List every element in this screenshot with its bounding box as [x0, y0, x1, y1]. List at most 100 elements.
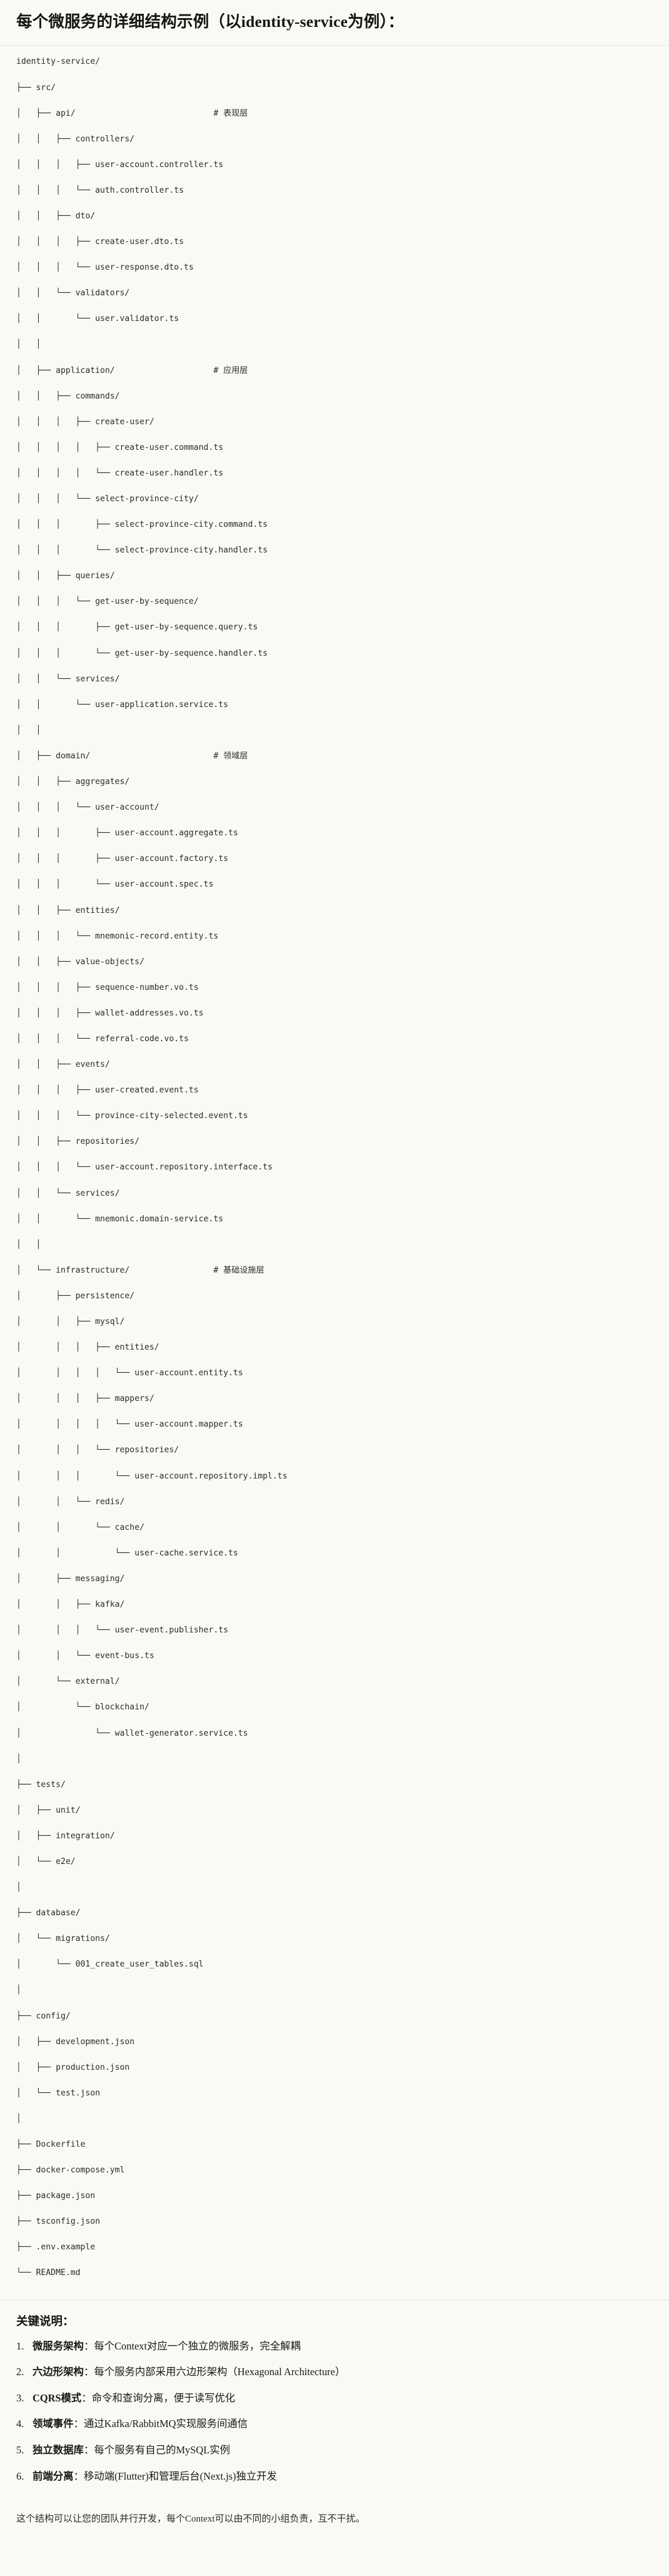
tree-line: │ │ │ └── user-account.repository.interf… — [16, 1161, 653, 1174]
tree-line: │ │ ├── events/ — [16, 1059, 653, 1072]
tree-line: │ │ ├── value-objects/ — [16, 956, 653, 969]
tree-line: │ │ │ └── select-province-city/ — [16, 493, 653, 506]
tree-path: │ │ │ ├── user-created.event.ts — [16, 1086, 199, 1096]
key-point-name: 六边形架构 — [33, 2366, 84, 2378]
tree-line: │ ├── application/ # 应用层 — [16, 365, 653, 378]
closing-paragraph: 这个结构可以让您的团队并行开发，每个Context可以由不同的小组负责，互不干扰… — [0, 2512, 669, 2541]
page-title: 每个微服务的详细结构示例（以identity-service为例）： — [16, 13, 405, 31]
tree-line: │ │ │ └── user-account.repository.impl.t… — [16, 1470, 653, 1484]
tree-line: ├── src/ — [16, 82, 653, 95]
tree-path: │ │ │ ├── mappers/ — [16, 1394, 154, 1404]
tree-line: │ │ │ └── user-response.dto.ts — [16, 262, 653, 275]
tree-path: │ └── migrations/ — [16, 1934, 110, 1944]
tree-path: │ │ └── user-cache.service.ts — [16, 1548, 238, 1558]
tree-line: │ ├── persistence/ — [16, 1290, 653, 1303]
tree-line: │ │ — [16, 725, 653, 738]
tree-path: │ │ │ └── mnemonic-record.entity.ts — [16, 931, 219, 941]
tree-path: │ │ │ ├── get-user-by-sequence.query.ts — [16, 623, 258, 633]
tree-line: │ │ └── services/ — [16, 1188, 653, 1201]
key-point-description: 命令和查询分离，便于读写优化 — [91, 2391, 236, 2404]
tree-path: │ │ │ └── user-response.dto.ts — [16, 263, 194, 273]
tree-line: │ │ │ ├── create-user/ — [16, 416, 653, 429]
tree-path: │ — [16, 1985, 21, 1995]
tree-line: ├── tests/ — [16, 1779, 653, 1792]
tree-line: │ │ └── redis/ — [16, 1496, 653, 1509]
tree-comment: # 领域层 — [213, 751, 248, 761]
tree-line: │ — [16, 2113, 653, 2126]
tree-line: │ └── external/ — [16, 1676, 653, 1689]
tree-path: │ └── 001_create_user_tables.sql — [16, 1960, 204, 1970]
tree-line: │ │ │ └── get-user-by-sequence.handler.t… — [16, 648, 653, 661]
tree-path: │ │ └── validators/ — [16, 288, 130, 298]
tree-line: │ │ │ ├── user-created.event.ts — [16, 1084, 653, 1097]
tree-line: │ │ │ ├── user-account.factory.ts — [16, 853, 653, 866]
tree-path: │ │ ├── mysql/ — [16, 1317, 125, 1327]
tree-line: │ │ │ ├── sequence-number.vo.ts — [16, 982, 653, 995]
tree-path: │ ├── unit/ — [16, 1805, 81, 1815]
tree-line: │ │ └── services/ — [16, 673, 653, 686]
tree-path: ├── tests/ — [16, 1779, 66, 1789]
document-header: 每个微服务的详细结构示例（以identity-service为例）： — [0, 0, 669, 46]
key-points-section: 关键说明： 微服务架构：每个Context对应一个独立的微服务，完全解耦六边形架… — [0, 2299, 669, 2498]
tree-path: │ │ │ │ └── user-account.mapper.ts — [16, 1420, 243, 1430]
tree-line: │ │ │ ├── wallet-addresses.vo.ts — [16, 1007, 653, 1021]
tree-line: ├── docker-compose.yml — [16, 2164, 653, 2177]
tree-path: │ │ │ ├── user-account.controller.ts — [16, 160, 224, 170]
key-point-description: 每个服务有自己的MySQL实例 — [94, 2444, 230, 2456]
tree-line: │ └── e2e/ — [16, 1856, 653, 1869]
key-point-item: 微服务架构：每个Context对应一个独立的微服务，完全解耦 — [16, 2339, 653, 2355]
tree-line: │ │ │ ├── select-province-city.command.t… — [16, 519, 653, 532]
tree-line: │ │ ├── kafka/ — [16, 1599, 653, 1612]
tree-path: │ └── test.json — [16, 2088, 101, 2098]
tree-path: │ └── infrastructure/ — [16, 1265, 130, 1275]
tree-line: ├── package.json — [16, 2190, 653, 2203]
key-point-name: 领域事件 — [33, 2418, 74, 2430]
tree-line: ├── Dockerfile — [16, 2139, 653, 2152]
tree-path: │ │ — [16, 340, 41, 350]
tree-line: │ — [16, 1984, 653, 1997]
tree-path: │ │ │ └── select-province-city/ — [16, 494, 199, 504]
tree-line: │ │ │ ├── user-account.aggregate.ts — [16, 827, 653, 840]
tree-path: ├── database/ — [16, 1908, 81, 1918]
tree-path: │ │ │ └── user-account/ — [16, 803, 159, 813]
tree-line: │ ├── unit/ — [16, 1805, 653, 1818]
tree-path: │ │ │ ├── select-province-city.command.t… — [16, 520, 268, 530]
key-point-separator: ： — [83, 2366, 94, 2378]
tree-path: │ │ └── mnemonic.domain-service.ts — [16, 1214, 224, 1224]
key-point-description: 每个Context对应一个独立的微服务，完全解耦 — [94, 2339, 301, 2352]
tree-path: │ │ │ └── referral-code.vo.ts — [16, 1034, 189, 1044]
key-point-description: 移动端(Flutter)和管理后台(Next.js)独立开发 — [83, 2470, 278, 2482]
tree-line: │ │ — [16, 339, 653, 352]
tree-path: │ │ └── user.validator.ts — [16, 314, 179, 324]
tree-path: ├── src/ — [16, 83, 56, 93]
tree-path: └── README.md — [16, 2268, 81, 2278]
tree-gap — [129, 1266, 213, 1275]
tree-comment: # 应用层 — [213, 365, 248, 375]
tree-line: │ │ ├── aggregates/ — [16, 776, 653, 789]
tree-line: │ │ ├── repositories/ — [16, 1136, 653, 1149]
tree-path: │ │ │ └── repositories/ — [16, 1445, 179, 1455]
tree-line: │ │ │ ├── user-account.controller.ts — [16, 159, 653, 172]
tree-line: │ ├── development.json — [16, 2036, 653, 2049]
tree-path: │ │ │ └── user-account.spec.ts — [16, 880, 214, 890]
tree-path: │ │ │ ├── create-user/ — [16, 417, 154, 427]
tree-path: │ ├── production.json — [16, 2062, 130, 2072]
tree-line: │ │ │ └── select-province-city.handler.t… — [16, 544, 653, 557]
tree-path: │ └── wallet-generator.service.ts — [16, 1728, 248, 1738]
tree-path: │ ├── api/ — [16, 108, 76, 118]
tree-line: │ │ │ └── province-city-selected.event.t… — [16, 1110, 653, 1123]
tree-line: │ │ │ └── user-account.spec.ts — [16, 878, 653, 892]
tree-path: │ — [16, 1883, 21, 1893]
tree-path: │ │ └── services/ — [16, 1188, 120, 1198]
tree-line: │ ├── production.json — [16, 2062, 653, 2075]
tree-path: │ │ │ │ └── user-account.entity.ts — [16, 1368, 243, 1378]
tree-line: │ — [16, 1753, 653, 1766]
tree-line: │ │ │ │ ├── create-user.command.ts — [16, 442, 653, 455]
tree-gap — [90, 751, 213, 761]
tree-path: identity-service/ — [16, 57, 101, 67]
tree-line: │ │ └── validators/ — [16, 287, 653, 300]
tree-line: │ │ │ │ └── user-account.entity.ts — [16, 1367, 653, 1380]
tree-path: │ │ │ ├── entities/ — [16, 1343, 159, 1353]
tree-path: │ │ └── redis/ — [16, 1497, 125, 1507]
tree-path: │ │ └── user-application.service.ts — [16, 700, 228, 710]
